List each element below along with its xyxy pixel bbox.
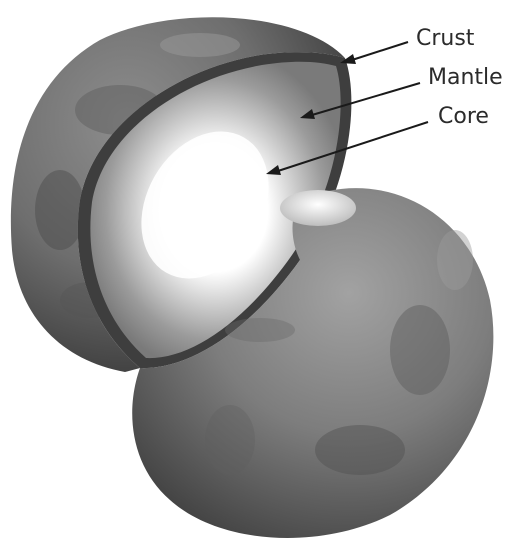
surface-patch <box>225 318 295 342</box>
surface-patch <box>205 405 255 475</box>
core-label: Core <box>438 104 489 129</box>
crust-pointer <box>340 42 408 64</box>
surface-patch <box>437 230 473 290</box>
surface-patch <box>390 305 450 395</box>
crust-label: Crust <box>416 26 475 51</box>
surface-patch <box>160 33 240 57</box>
polar-cap <box>280 190 356 226</box>
surface-patch <box>35 170 85 250</box>
surface-patch <box>315 425 405 475</box>
mantle-label: Mantle <box>428 65 503 90</box>
